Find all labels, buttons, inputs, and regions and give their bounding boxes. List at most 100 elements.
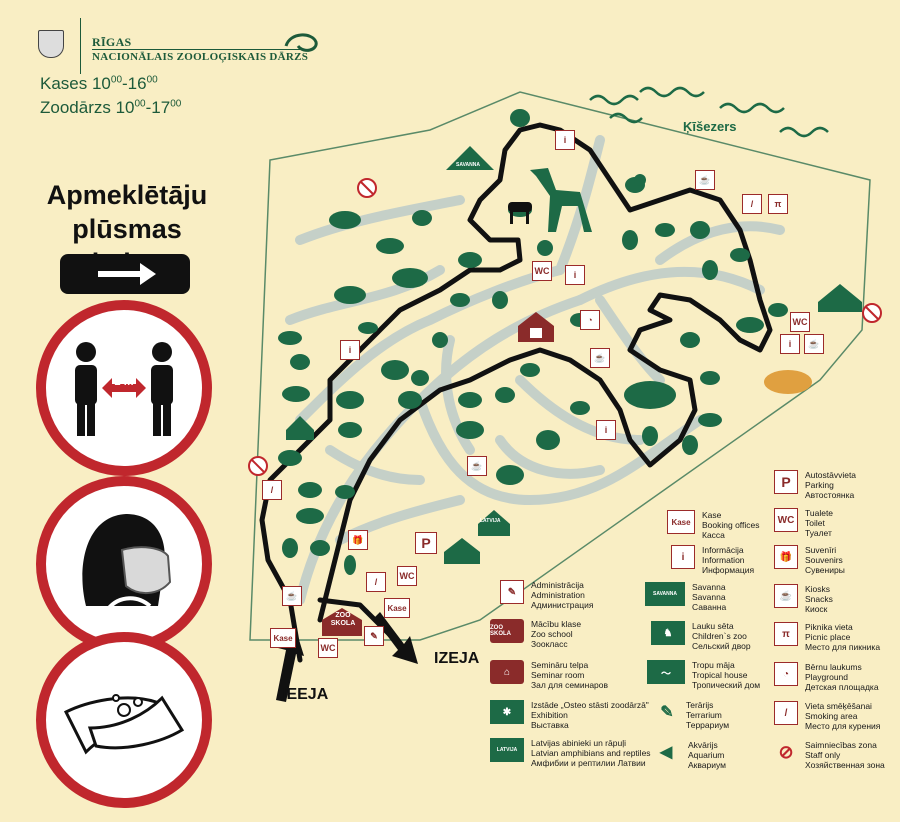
wc-marker[interactable]: WC — [532, 261, 552, 281]
entrance-arrow-icon — [276, 630, 304, 702]
lake-waves-icon — [589, 86, 829, 138]
latvija-sign-label: LATVIJA — [480, 518, 501, 524]
zoo-school-building-icon — [322, 608, 362, 636]
coffee-cup-icon: ☕ — [808, 338, 820, 349]
info-marker[interactable]: i — [565, 265, 585, 285]
picnic-table-icon: π — [774, 622, 798, 646]
latvia-sign-icon — [478, 510, 510, 536]
mask-sign — [36, 476, 212, 652]
wc-marker[interactable]: WC — [790, 312, 810, 332]
logo-swirl-icon — [284, 33, 318, 52]
savanna-sign-icon — [446, 146, 494, 170]
parking-icon: P — [774, 470, 798, 494]
zoo-hours: Zoodārzs 1000-1700 — [40, 98, 182, 117]
cigarette-icon: / — [374, 577, 378, 587]
hand-wash-sign — [36, 632, 212, 808]
coat-of-arms-icon — [38, 30, 64, 58]
distance-label: 2 m — [114, 376, 134, 388]
smoking-marker[interactable]: / — [742, 194, 762, 214]
tropical-house-sign-icon — [818, 284, 862, 312]
pencil-icon: ✎ — [370, 630, 378, 641]
exhibition-sign-icon — [286, 416, 314, 440]
souvenir-marker[interactable]: 🎁 — [348, 530, 368, 550]
kase-marker[interactable]: Kase — [270, 628, 296, 648]
seminar-building-icon — [518, 312, 554, 342]
toilet-icon: WC — [774, 508, 798, 532]
exit-label: IZEJA — [434, 650, 480, 667]
two-persons-icon — [75, 342, 173, 436]
parking-marker[interactable]: P — [415, 532, 437, 554]
legend-exhibition: ✱ Izstāde „Osteo stāsti zoodārzā"Exhibit… — [490, 700, 649, 730]
info-marker[interactable]: i — [340, 340, 360, 360]
playground-icon: ◔ — [587, 315, 593, 325]
flow-direction-box — [60, 254, 190, 294]
kiosk-marker[interactable]: ☕ — [590, 348, 610, 368]
coffee-cup-icon: ☕ — [286, 590, 298, 601]
tiger-icon — [764, 370, 812, 394]
washing-hands-icon — [63, 694, 185, 755]
kiosk-marker[interactable]: ☕ — [282, 586, 302, 606]
pencil-icon: ✎ — [500, 580, 524, 604]
right-arrow-icon — [98, 263, 156, 285]
logo-line-2: NACIONĀLAIS ZOOLOĢISKAIS DĀRZS — [92, 49, 309, 63]
tropical-house-icon: 〜 — [647, 660, 685, 684]
latvian-amphibians-icon: LATVIJA — [490, 738, 524, 762]
zoo-logo-text: RĪGAS NACIONĀLAIS ZOOLOĢISKAIS DĀRZS — [92, 35, 309, 64]
smoking-marker[interactable]: / — [366, 572, 386, 592]
wc-marker[interactable]: WC — [318, 638, 338, 658]
lake-label: Ķīšezers — [683, 119, 737, 134]
staff-only-icon — [248, 456, 268, 476]
coffee-cup-icon: ☕ — [471, 460, 483, 471]
info-icon: i — [671, 545, 695, 569]
cigarette-icon: / — [270, 485, 274, 495]
seminar-house-icon: ⌂ — [490, 660, 524, 684]
exit-arrow-icon — [374, 612, 418, 664]
info-marker[interactable]: i — [596, 420, 616, 440]
picnic-marker[interactable]: π — [768, 194, 788, 214]
savanna-sign-label: SAVANNA — [456, 162, 480, 168]
playground-marker[interactable]: ◔ — [580, 310, 600, 330]
coffee-cup-icon: ☕ — [594, 352, 606, 363]
logo-line-1: RĪGAS — [92, 35, 132, 49]
kiosk-marker[interactable]: ☕ — [804, 334, 824, 354]
kiosk-marker[interactable]: ☕ — [695, 170, 715, 190]
coffee-cup-icon: ☕ — [699, 174, 711, 185]
info-marker[interactable]: i — [780, 334, 800, 354]
distancing-sign: 2 m — [36, 300, 212, 476]
wc-marker[interactable]: WC — [397, 566, 417, 586]
savanna-icon: SAVANNA — [645, 582, 685, 606]
entrance-label: IEEJA — [282, 686, 329, 703]
cigarette-icon: / — [750, 199, 754, 209]
zoo-school-icon: ZOO SKOLA — [490, 619, 524, 643]
face-mask-icon — [82, 514, 172, 614]
kase-marker[interactable]: Kase — [384, 598, 410, 618]
ticket-hours: Kases 1000-1600 — [40, 74, 158, 93]
smoking-marker[interactable]: / — [262, 480, 282, 500]
staff-only-icon — [357, 178, 377, 198]
info-marker[interactable]: i — [555, 130, 575, 150]
lizard-icon: ✎ — [660, 704, 674, 721]
giraffe-icon — [530, 168, 592, 232]
kiosk-marker[interactable]: ☕ — [467, 456, 487, 476]
walkways — [285, 135, 785, 605]
administration-marker[interactable]: ✎ — [364, 626, 384, 646]
gift-icon: 🎁 — [774, 545, 798, 569]
aquarium-sign-icon — [444, 538, 480, 564]
picnic-table-icon: π — [774, 199, 782, 209]
